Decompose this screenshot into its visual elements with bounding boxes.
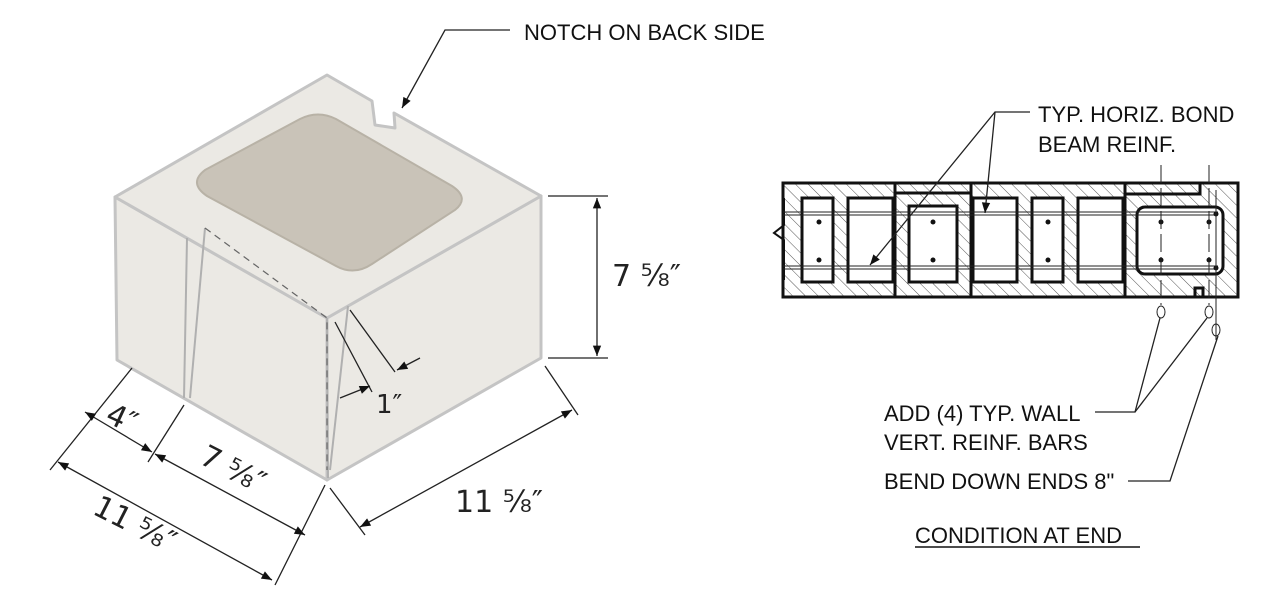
block-core-hole <box>196 113 463 272</box>
height-dimension: 7 ⅝″ <box>548 195 681 359</box>
vert-reinf-callout: ADD (4) TYP. WALL VERT. REINF. BARS BEND… <box>884 317 1219 494</box>
hidden-edge-dashed <box>204 227 328 470</box>
depth-label: 11 ⅝″ <box>455 485 543 520</box>
depth-dimension: 11 ⅝″ <box>329 365 579 536</box>
height-label: 7 ⅝″ <box>612 259 681 294</box>
bend-label: BEND DOWN ENDS 8" <box>884 469 1114 494</box>
groove-lines <box>183 227 349 479</box>
groove-label: 1″ <box>376 390 403 420</box>
break-line <box>772 198 785 280</box>
notch-label: NOTCH ON BACK SIDE <box>524 20 765 45</box>
length-label: 11 ⅝″ <box>88 489 182 560</box>
horiz-label-line1: TYP. HORIZ. BOND <box>1038 102 1234 127</box>
segment-long-label: 7 ⅝″ <box>194 439 271 501</box>
vert-label-line2: VERT. REINF. BARS <box>884 430 1088 455</box>
segment-short-label: 4″ <box>101 397 143 442</box>
horizontal-bars <box>783 211 1218 270</box>
groove-dimension: 1″ <box>334 309 421 420</box>
wall-plan <box>772 165 1240 340</box>
plan-title: CONDITION AT END <box>915 523 1122 548</box>
notch-callout: NOTCH ON BACK SIDE <box>401 20 765 109</box>
horiz-label-line2: BEAM REINF. <box>1038 132 1176 157</box>
vertical-bar-leaders <box>1156 165 1221 340</box>
cmu-block <box>113 73 543 482</box>
horiz-reinf-callout: TYP. HORIZ. BOND BEAM REINF. <box>869 102 1234 266</box>
vert-label-line1: ADD (4) TYP. WALL <box>884 401 1080 426</box>
